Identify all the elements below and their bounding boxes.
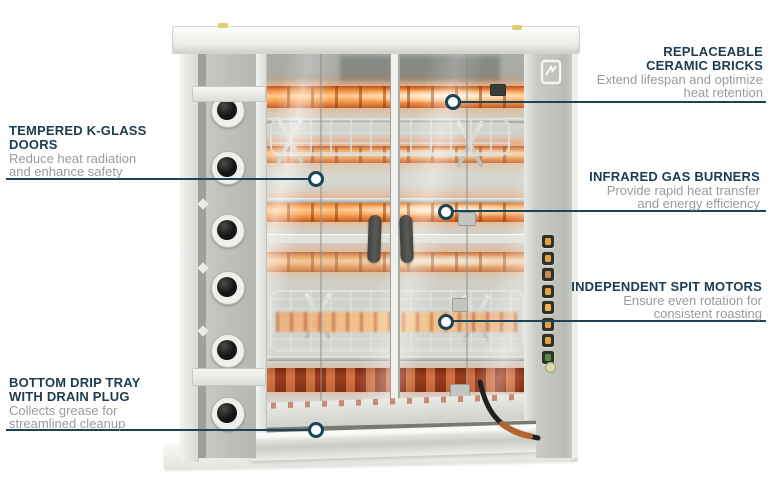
door-latch (490, 84, 506, 96)
machine-top-cap (172, 26, 580, 54)
callout-title: REPLACEABLE (663, 44, 763, 59)
callout-spit-motors: INDEPENDENT SPIT MOTORS Ensure even rota… (571, 279, 762, 321)
spit-motor-knob (211, 397, 245, 431)
callout-ceramic-bricks: REPLACEABLE CERAMIC BRICKS Extend lifesp… (596, 44, 763, 100)
control-button (542, 268, 554, 281)
interior-shadow (340, 56, 500, 82)
door-latch (458, 212, 476, 226)
callout-description: streamlined cleanup (9, 416, 126, 431)
spit-motor-knob (211, 271, 245, 305)
control-button (542, 301, 554, 314)
leader-line-spit-motors (446, 320, 766, 322)
hinge-cap (512, 25, 522, 30)
callout-description: Provide rapid heat transfer (606, 183, 760, 198)
callout-dot-spit-motors (438, 314, 454, 330)
callout-kglass-doors: TEMPERED K-GLASS DOORS Reduce heat radia… (9, 123, 147, 179)
brand-logo-rooster-icon (540, 58, 562, 91)
leader-line-ceramic-bricks (453, 101, 766, 103)
callout-title: WITH DRAIN PLUG (9, 389, 130, 404)
control-button (542, 334, 554, 347)
callout-gas-burners: INFRARED GAS BURNERS Provide rapid heat … (589, 169, 760, 211)
callout-description: Reduce heat radiation (9, 151, 137, 166)
callout-description: Collects grease for (9, 403, 118, 418)
door-handle-left (367, 214, 382, 264)
callout-title: INFRARED GAS BURNERS (589, 169, 760, 184)
door-handle-right (399, 214, 414, 264)
callout-description: Ensure even rotation for (623, 293, 762, 308)
power-cable (468, 378, 554, 455)
pilot-indicator-light (545, 362, 556, 373)
support-bracket (192, 86, 266, 102)
left-outer-frame (180, 48, 199, 462)
callout-drip-tray: BOTTOM DRIP TRAY WITH DRAIN PLUG Collect… (9, 375, 141, 431)
inner-post-left (256, 50, 267, 458)
right-outer-frame (572, 50, 578, 458)
callout-dot-ceramic-bricks (445, 94, 461, 110)
support-bracket (192, 368, 266, 386)
control-button (542, 284, 554, 298)
callout-title: DOORS (9, 137, 58, 152)
door-latch (452, 298, 468, 312)
door-center-mullion (390, 52, 400, 420)
callout-description: and energy efficiency (637, 196, 760, 211)
callout-description: and enhance safety (9, 164, 123, 179)
control-button-column (542, 235, 554, 367)
door-frame-line (466, 52, 468, 420)
callout-dot-gas-burners (438, 204, 454, 220)
callout-description: consistent roasting (653, 306, 762, 321)
leader-line-drip-tray (6, 429, 316, 431)
spit-motor-knob (211, 334, 245, 368)
control-button-green (542, 350, 554, 364)
callout-dot-drip-tray (308, 422, 324, 438)
callout-description: heat retention (683, 85, 763, 100)
callout-title: TEMPERED K-GLASS (9, 123, 147, 138)
spit-motor-knob (211, 214, 245, 248)
control-button (542, 251, 554, 265)
control-button (542, 235, 554, 248)
callout-title: CERAMIC BRICKS (646, 58, 763, 73)
inner-post-right (524, 52, 536, 420)
leader-line-gas-burners (446, 210, 766, 212)
door-frame-line (320, 52, 322, 420)
hinge-cap (218, 23, 228, 28)
callout-title: BOTTOM DRIP TRAY (9, 375, 141, 390)
callout-dot-kglass-doors (308, 171, 324, 187)
callout-description: Extend lifespan and optimize (596, 72, 763, 87)
leader-line-kglass-doors (6, 178, 316, 180)
callout-title: INDEPENDENT SPIT MOTORS (571, 279, 762, 294)
